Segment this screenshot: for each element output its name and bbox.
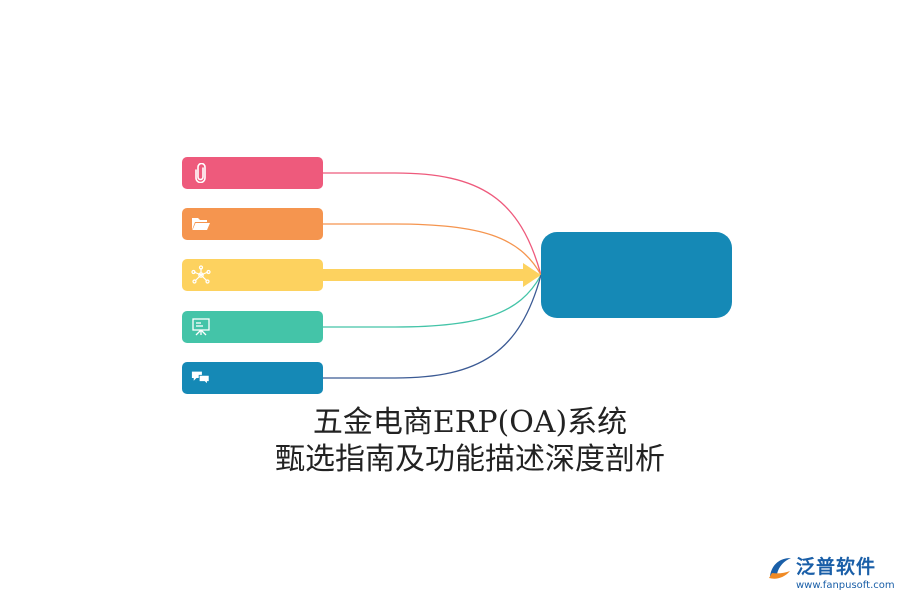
caption-line-1: 五金电商ERP(OA)系统 xyxy=(312,405,628,440)
item-box-3 xyxy=(182,259,323,291)
connector-line-5 xyxy=(323,274,542,379)
central-node xyxy=(541,232,732,318)
folder-open-icon xyxy=(191,214,211,234)
connector-line-2 xyxy=(323,223,542,276)
network-icon xyxy=(191,265,211,285)
chat-bubbles-icon xyxy=(191,368,211,388)
paperclip-icon xyxy=(191,163,211,183)
caption-line-2: 甄选指南及功能描述深度剖析 xyxy=(275,442,665,477)
item-box-1 xyxy=(182,157,323,189)
diagram-caption: 五金电商ERP(OA)系统 甄选指南及功能描述深度剖析 xyxy=(180,404,760,478)
connector-arrow-head xyxy=(523,263,541,287)
item-box-5 xyxy=(182,362,323,394)
logo-mark-icon xyxy=(769,558,791,579)
item-box-4 xyxy=(182,311,323,343)
connector-line-1 xyxy=(323,172,542,276)
presentation-board-icon xyxy=(191,317,211,337)
item-box-2 xyxy=(182,208,323,240)
brand-logo: 泛普软件 www.fanpusoft.com xyxy=(766,552,895,596)
connector-line-4 xyxy=(323,274,542,328)
logo-url: www.fanpusoft.com xyxy=(796,580,895,591)
logo-name: 泛普软件 xyxy=(796,556,877,578)
